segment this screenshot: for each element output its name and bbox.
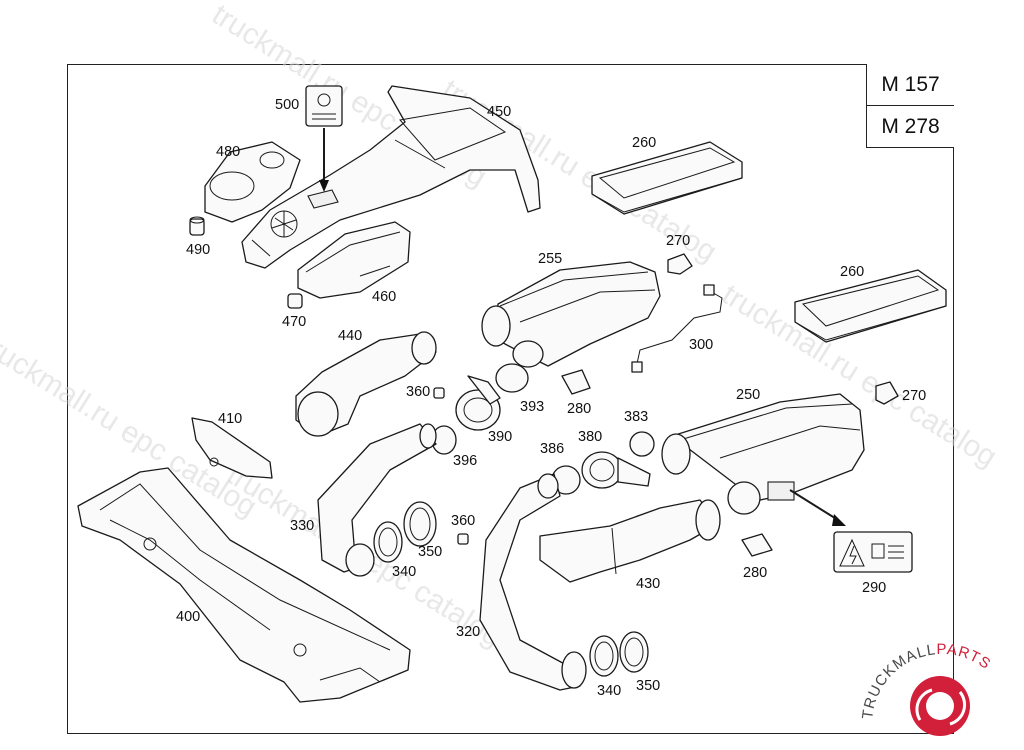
diagram-frame: [67, 64, 954, 734]
part-255-air-filter-housing: [481, 261, 661, 368]
callout-labels: 500 450 480 490 460 470 260 260 270 270 …: [176, 97, 926, 699]
part-300-harness: [631, 284, 723, 373]
callout-430: 430: [636, 576, 660, 592]
part-383-clamp: [629, 431, 655, 457]
part-393-clamp: [495, 363, 529, 393]
callout-260-lower: 260: [840, 264, 864, 280]
callout-350-lower: 350: [636, 678, 660, 694]
part-380-maf-sensor: [581, 451, 651, 489]
part-430-duct: [539, 499, 721, 583]
part-500-label: [305, 85, 343, 192]
callout-440: 440: [338, 328, 362, 344]
part-410-bracket: [191, 417, 273, 479]
callout-383: 383: [624, 409, 648, 425]
part-250-air-filter-housing: [661, 393, 865, 526]
callout-255: 255: [538, 251, 562, 267]
callout-393: 393: [520, 399, 544, 415]
part-260-filter-upper: [591, 141, 743, 215]
part-490-grommet: [189, 216, 205, 236]
callout-410: 410: [218, 411, 242, 427]
part-290-warning-label: [833, 531, 913, 573]
part-260-filter-lower: [794, 269, 947, 343]
part-350-clamp-lower: [619, 631, 649, 673]
part-270-sensor-upper: [667, 253, 693, 275]
part-440-duct: [295, 331, 437, 437]
callout-340-upper: 340: [392, 564, 416, 580]
callout-396: 396: [453, 453, 477, 469]
callout-280-upper: 280: [567, 401, 591, 417]
callout-450: 450: [487, 104, 511, 120]
callout-270-upper: 270: [666, 233, 690, 249]
part-480-cover: [204, 141, 301, 223]
callout-460: 460: [372, 289, 396, 305]
callout-340-lower: 340: [597, 683, 621, 699]
callout-250: 250: [736, 387, 760, 403]
callout-320: 320: [456, 624, 480, 640]
callout-330: 330: [290, 518, 314, 534]
callout-400: 400: [176, 609, 200, 625]
part-320-duct: [479, 473, 587, 691]
model-designation-box: M 157 M 278: [866, 64, 954, 148]
callout-260-upper: 260: [632, 135, 656, 151]
part-270-sensor-lower: [875, 381, 899, 405]
part-280-bracket-lower: [741, 533, 773, 557]
callout-390: 390: [488, 429, 512, 445]
truckmallparts-logo: TRUCKMALLPARTS: [859, 641, 994, 736]
logo-text-second: PARTS: [936, 641, 994, 673]
part-350-clamp-upper: [403, 501, 437, 547]
callout-270-lower: 270: [902, 388, 926, 404]
part-390-maf-sensor: [455, 375, 501, 431]
model-code-m157: M 157: [881, 72, 940, 96]
callout-350-upper: 350: [418, 544, 442, 560]
callout-490: 490: [186, 242, 210, 258]
callout-470: 470: [282, 314, 306, 330]
callout-360-upper: 360: [406, 384, 430, 400]
part-400-underpanel: [77, 467, 411, 703]
part-340-clamp-lower: [589, 635, 619, 677]
model-code-m278: M 278: [867, 105, 954, 147]
callout-290: 290: [862, 580, 886, 596]
callout-480: 480: [216, 144, 240, 160]
callout-300: 300: [689, 337, 713, 353]
part-470-grommet: [287, 293, 303, 309]
callout-500: 500: [275, 97, 299, 113]
part-280-bracket-upper: [561, 369, 591, 395]
callout-360-lower: 360: [451, 513, 475, 529]
callout-280-lower: 280: [743, 565, 767, 581]
part-460-cover: [297, 221, 411, 299]
callout-380: 380: [578, 429, 602, 445]
callout-386: 386: [540, 441, 564, 457]
part-340-clamp-upper: [373, 521, 403, 563]
part-330-duct: [317, 423, 437, 577]
part-360-bolt-upper: [433, 387, 445, 399]
part-360-bolt-lower: [457, 533, 469, 545]
